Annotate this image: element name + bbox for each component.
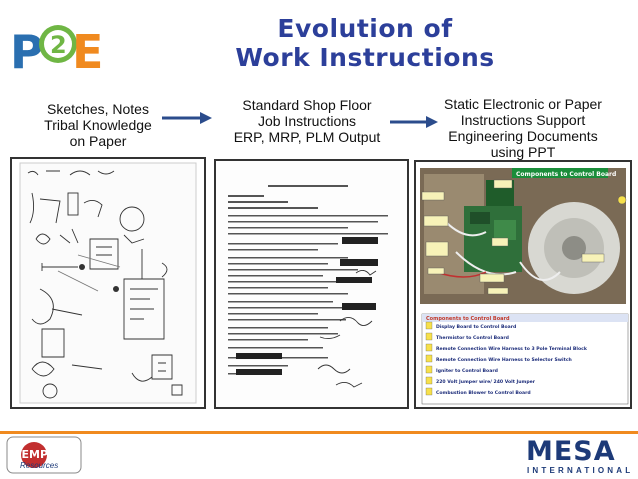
column-heading-sketches: Sketches, Notes Tribal Knowledge on Pape… bbox=[28, 101, 168, 149]
arrow-right-icon bbox=[388, 114, 440, 130]
column-heading-electronic: Static Electronic or Paper Instructions … bbox=[418, 96, 628, 160]
legend-item: Display Board to Control Board bbox=[436, 324, 516, 330]
heading-line: using PPT bbox=[418, 144, 628, 160]
mesa-logo: MESA bbox=[526, 436, 616, 467]
electronic-instructions-image: Components to Control Board Components t… bbox=[414, 160, 632, 409]
title-line-2: Work Instructions bbox=[200, 43, 530, 72]
ppt-banner: Components to Control Board bbox=[516, 171, 616, 178]
arrow-right-icon bbox=[160, 110, 214, 126]
heading-line: Static Electronic or Paper bbox=[418, 96, 628, 112]
legend-item: Igniter to Control Board bbox=[436, 368, 498, 374]
page-title: Evolution of Work Instructions bbox=[200, 14, 530, 72]
title-line-1: Evolution of bbox=[200, 14, 530, 43]
svg-text:E: E bbox=[72, 25, 103, 79]
legend-number-box bbox=[426, 344, 432, 351]
ppt-slide: Components to Control Board Components t… bbox=[416, 162, 630, 407]
legend-item: Combustion Blower to Control Board bbox=[436, 390, 531, 396]
footer-divider bbox=[0, 431, 638, 434]
svg-text:2: 2 bbox=[50, 31, 67, 59]
heading-line: Tribal Knowledge bbox=[28, 117, 168, 133]
legend-item: 220 Volt Jumper wire/ 240 Volt Jumper bbox=[436, 379, 536, 385]
sketch-drawing bbox=[12, 159, 204, 407]
tempo-resources-logo: TEMPO Resources bbox=[6, 436, 82, 474]
document-scan bbox=[216, 161, 407, 407]
heading-line: on Paper bbox=[28, 133, 168, 149]
column-heading-shop-floor: Standard Shop Floor Job Instructions ERP… bbox=[212, 97, 402, 145]
tempo-word: TEMPO bbox=[14, 448, 57, 461]
heading-line: Standard Shop Floor bbox=[212, 97, 402, 113]
legend-item: Thermistor to Control Board bbox=[436, 335, 509, 341]
heading-line: ERP, MRP, PLM Output bbox=[212, 129, 402, 145]
legend-item: Remote Connection Wire Harness to Select… bbox=[436, 357, 572, 363]
legend-number-box bbox=[426, 333, 432, 340]
legend-number-box bbox=[426, 388, 432, 395]
mesa-international-label: INTERNATIONAL bbox=[527, 466, 633, 475]
p2e-logo: P 2 E bbox=[8, 14, 104, 82]
shop-floor-document-image bbox=[214, 159, 409, 409]
svg-text:P: P bbox=[10, 25, 44, 79]
heading-line: Sketches, Notes bbox=[28, 101, 168, 117]
legend-item: Remote Connection Wire Harness to 3 Pole… bbox=[436, 346, 588, 352]
legend-number-box bbox=[426, 322, 432, 329]
heading-line: Job Instructions bbox=[212, 113, 402, 129]
heading-line: Instructions Support bbox=[418, 112, 628, 128]
sketch-image bbox=[10, 157, 206, 409]
legend-number-box bbox=[426, 366, 432, 373]
legend-number-box bbox=[426, 377, 432, 384]
legend-number-box bbox=[426, 355, 432, 362]
legend-title: Components to Control Board bbox=[426, 316, 510, 322]
heading-line: Engineering Documents bbox=[418, 128, 628, 144]
resources-word: Resources bbox=[20, 461, 58, 470]
